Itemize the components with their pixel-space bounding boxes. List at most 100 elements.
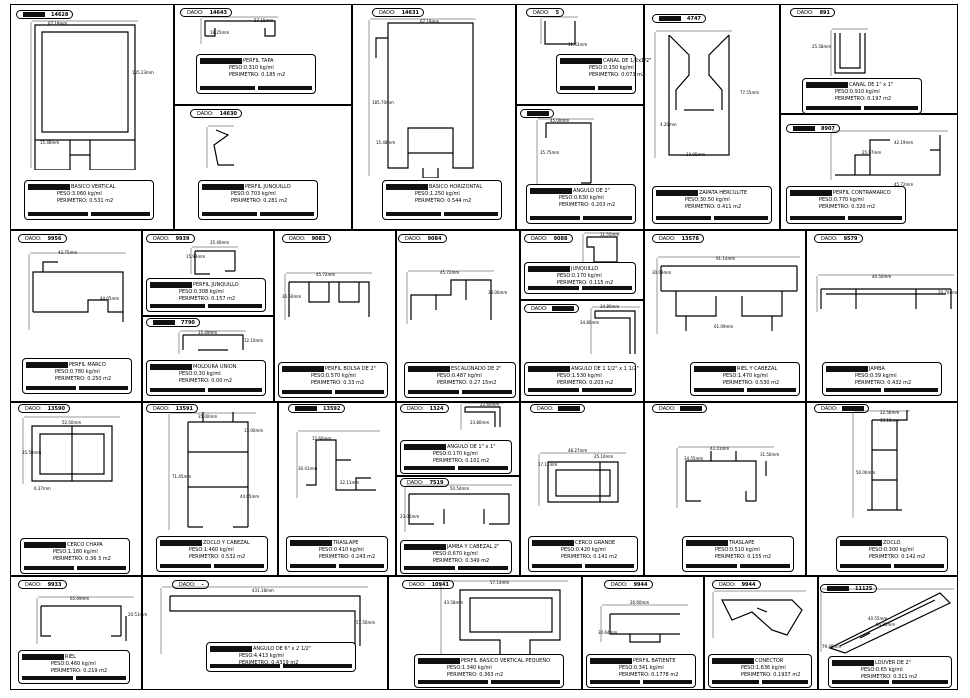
panel-zapata <box>644 4 780 230</box>
profile-drawing <box>830 28 870 78</box>
profile-drawing <box>22 416 122 486</box>
profile-outline <box>188 412 248 527</box>
info-footer-bars <box>202 212 314 216</box>
profile-name: ZAPATA HERCULITE <box>699 190 748 196</box>
info-footer-bars <box>528 286 632 290</box>
profile-info-box: ANGULO DE 1 1/2" x 1 1/2"PESO:1.530 kg/m… <box>524 362 639 396</box>
dimension-label: 14.05mm <box>686 152 706 157</box>
dimension-lines <box>817 275 954 312</box>
profile-drawing <box>200 16 280 46</box>
profile-outline <box>205 21 275 36</box>
profile-perimeter: PERIMETRO: 0.115 m2 <box>557 280 614 286</box>
profile-weight: PESO:30.50 kg/ml <box>685 197 730 203</box>
profile-name: ZOCLO <box>883 540 901 546</box>
dado-tag: DADO:9084 <box>398 234 447 243</box>
dimension-lines <box>191 247 238 274</box>
dado-label: DADO: <box>537 406 554 412</box>
dimension-label: 57.14mm <box>490 580 510 585</box>
dimension-lines <box>407 271 494 324</box>
profile-outline <box>465 407 500 427</box>
dado-label: DADO: <box>25 236 42 242</box>
info-footer-bars <box>404 466 508 470</box>
dado-tag: DADO:5 <box>526 8 565 17</box>
panel-cercogrande <box>520 402 644 576</box>
profile-drawing <box>168 412 258 532</box>
footer-bar <box>560 86 595 90</box>
footer-bar <box>790 216 845 220</box>
name-label-bar <box>150 282 192 288</box>
profile-outline <box>722 600 802 635</box>
name-label-bar <box>560 58 602 64</box>
dado-label: DADO: <box>405 236 422 242</box>
name-label-bar <box>712 658 754 664</box>
dimension-label: 57.15mm <box>254 18 274 23</box>
profile-drawing <box>368 18 478 178</box>
dado-tag: DADO: <box>652 404 707 413</box>
footer-bar <box>282 390 332 394</box>
dado-tag <box>520 109 554 118</box>
profile-drawing <box>404 484 514 534</box>
profile-outline <box>183 335 243 350</box>
dimension-label: 43.75mm <box>58 250 78 255</box>
dado-tag: DADO:13578 <box>652 234 704 243</box>
dimension-label: 34.80mm <box>580 320 600 325</box>
info-footer-bars <box>28 212 150 216</box>
profile-perimeter: PERIMETRO: 0.432 m2 <box>855 380 912 386</box>
profile-drawing <box>852 410 912 520</box>
dimension-label: 25.58mm <box>812 44 832 49</box>
profile-weight: PESO:0.170 kg/ml <box>433 451 478 457</box>
profile-weight: PESO:0.300 kg/ml <box>869 547 914 553</box>
profile-perimeter: PERIMETRO: 0.203 m2 <box>557 380 614 386</box>
dado-number: 13591 <box>175 406 193 412</box>
dimension-label: 22.11mm <box>340 480 360 485</box>
profile-name: ANGULO DE 6" x 2 1/2" <box>253 646 312 652</box>
profile-outline <box>545 21 575 44</box>
dimension-lines <box>37 597 134 644</box>
profile-drawing <box>190 246 240 276</box>
footer-bar <box>739 564 790 568</box>
profile-name: TRASLAPE <box>333 540 359 546</box>
dado-black-value <box>679 406 702 411</box>
profile-outline <box>411 280 491 320</box>
footer-bar <box>847 216 902 220</box>
dado-tag: 8907 <box>786 124 840 133</box>
info-footer-bars <box>418 680 560 684</box>
footer-bar <box>90 212 150 216</box>
dimension-lines <box>657 257 800 334</box>
info-footer-bars <box>806 106 918 110</box>
dimension-label: 52.50mm <box>62 420 82 425</box>
profile-drawing <box>178 330 248 356</box>
info-footer-bars <box>26 386 128 390</box>
dado-number: 13590 <box>47 406 65 412</box>
dimension-label: 61.09mm <box>714 324 734 329</box>
name-label-bar <box>418 658 460 664</box>
dado-number: - <box>201 582 204 588</box>
profile-outline <box>195 251 235 274</box>
footer-bar <box>832 680 889 684</box>
footer-bar <box>826 388 881 392</box>
dado-label: DADO: <box>197 111 214 117</box>
profile-drawing <box>540 16 580 46</box>
panel-bolsa <box>274 230 396 402</box>
footer-bar <box>893 564 944 568</box>
dimension-label: 6.37mm <box>34 486 51 491</box>
info-footer-bars <box>408 390 512 394</box>
dado-black-label <box>295 406 317 411</box>
dado-tag: 13592 <box>288 404 346 413</box>
profile-perimeter: PERIMETRO: 0.197 m2 <box>835 96 892 102</box>
name-label-bar <box>404 444 446 450</box>
panel-junquillo2 <box>142 230 274 316</box>
panel-zoclo <box>806 402 958 576</box>
profile-name: CERCO CHAPA <box>67 542 103 548</box>
profile-name: LOUVER DE 2" <box>875 660 911 666</box>
dimension-label: 15.48mm <box>40 140 60 145</box>
dimension-label: 23.80mm <box>470 420 490 425</box>
profile-name: PERFIL MARCO <box>69 362 106 368</box>
